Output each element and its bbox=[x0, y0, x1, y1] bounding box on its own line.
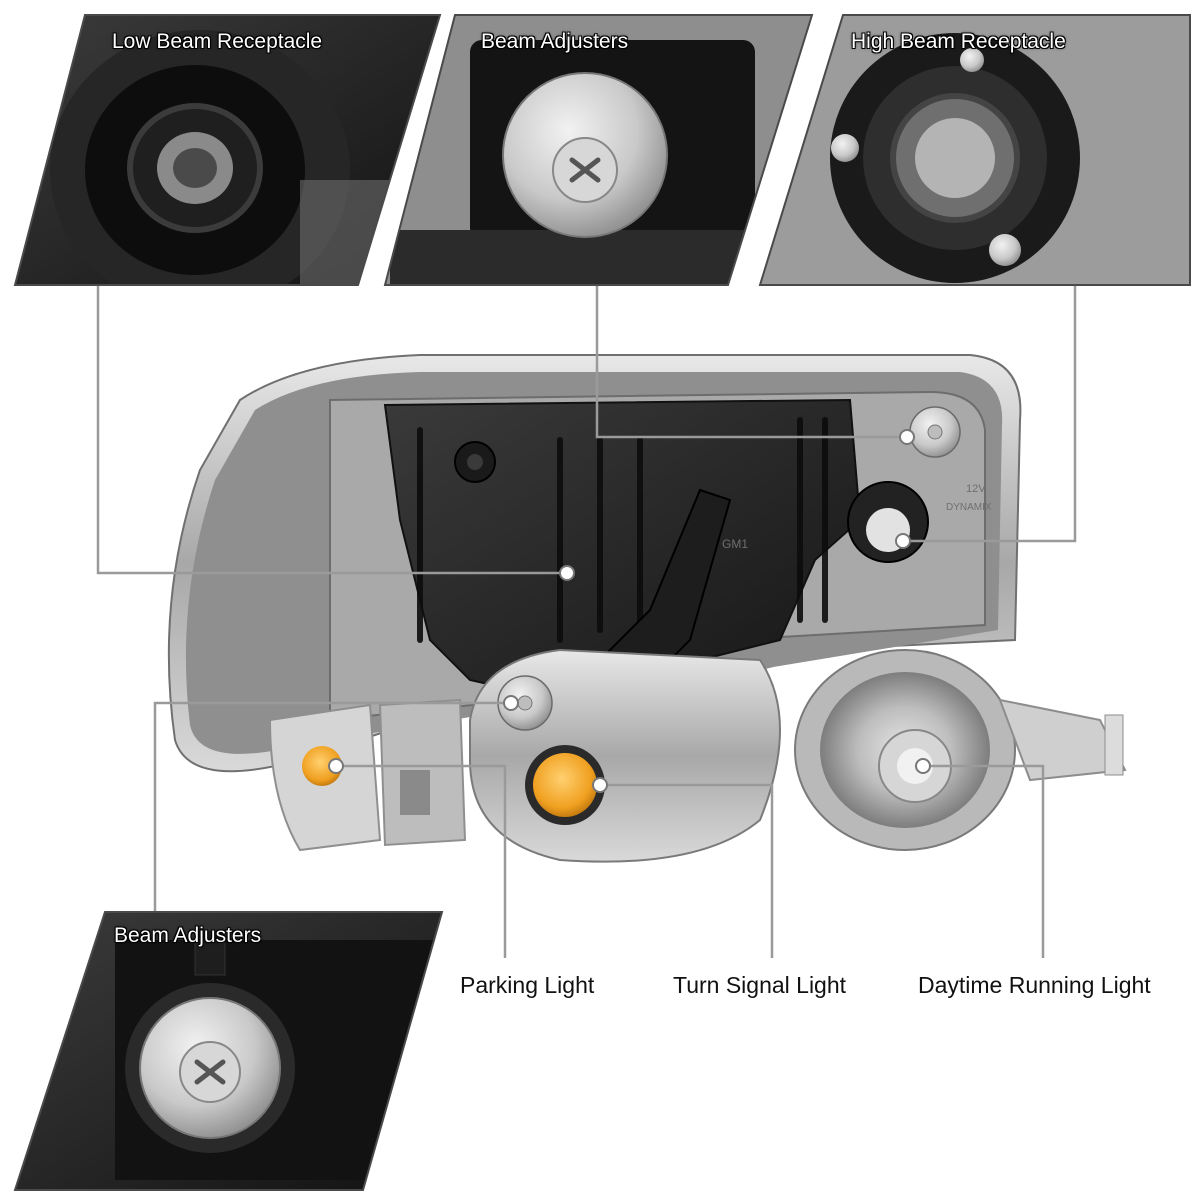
callout-daytime-running-light: Daytime Running Light bbox=[918, 972, 1151, 998]
upper-beam-adjuster-bolt bbox=[909, 406, 961, 458]
headlight-assembly: GM1 12V DYNAMIX bbox=[167, 354, 1127, 863]
housing-part-code: GM1 bbox=[722, 537, 748, 551]
low-beam-socket bbox=[454, 441, 496, 483]
parking-light-bulb bbox=[302, 746, 342, 786]
inset-label-beam-adjusters-top: Beam Adjusters bbox=[481, 30, 629, 53]
inset-high-beam-receptacle bbox=[758, 14, 1191, 286]
callout-parking-light: Parking Light bbox=[460, 972, 595, 998]
inset-label-beam-adjusters-bottom: Beam Adjusters bbox=[114, 924, 262, 947]
callout-turn-signal-light: Turn Signal Light bbox=[673, 972, 847, 998]
lower-beam-adjuster-bolt bbox=[497, 675, 553, 731]
inset-beam-adjusters-top bbox=[383, 14, 814, 286]
callout-lines bbox=[96, 285, 1077, 958]
turn-signal-bulb bbox=[525, 745, 605, 825]
inset-label-low-beam-receptacle: Low Beam Receptacle bbox=[112, 30, 323, 53]
housing-voltage: 12V bbox=[966, 483, 986, 495]
callout-dots bbox=[328, 429, 931, 793]
inset-low-beam-receptacle bbox=[13, 14, 442, 286]
high-beam-socket bbox=[847, 481, 929, 563]
inset-label-high-beam-receptacle: High Beam Receptacle bbox=[851, 30, 1066, 53]
housing-brand: DYNAMIX bbox=[946, 502, 992, 513]
